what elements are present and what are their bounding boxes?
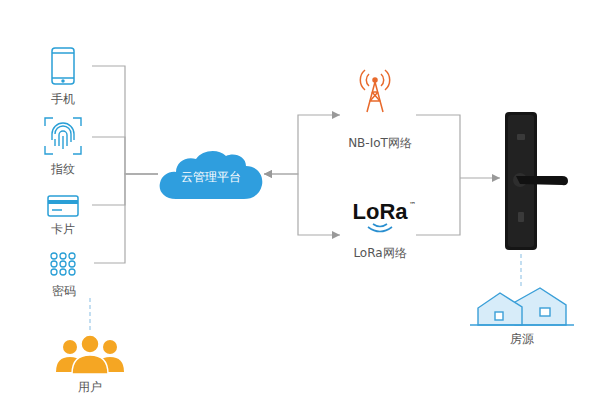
connector-line: [92, 137, 158, 174]
cloud-node: 云管理平台: [158, 148, 264, 200]
user-node: 用户: [50, 332, 130, 394]
signal-waves: [368, 224, 392, 232]
node-label: 密码: [52, 284, 76, 298]
node-label: 指纹: [51, 162, 75, 176]
phone-icon: [52, 48, 74, 84]
house-node: 房源: [470, 286, 574, 346]
network-node: NB-IoT网络: [340, 70, 420, 150]
lock-house-leader: [520, 254, 521, 288]
node-label: LoRa: [353, 200, 408, 224]
network-to-lock-wire: [416, 115, 500, 235]
node-label: 卡片: [51, 222, 75, 236]
keypad-icon: [51, 253, 75, 275]
connector-line: [94, 174, 158, 263]
node-label: 房源: [510, 332, 534, 346]
icon-node: 手机: [34, 44, 92, 106]
card-icon: [48, 196, 78, 216]
fingerprint-icon: [45, 118, 81, 154]
connector-line: [264, 115, 340, 174]
network-node: LoRaLoRa网络: [340, 200, 420, 260]
trademark-mark: ™: [409, 202, 416, 209]
icon-node: 指纹: [34, 115, 92, 176]
icon-node: 卡片: [34, 192, 92, 236]
door-lock: [505, 112, 568, 250]
connector-line: [92, 174, 158, 205]
icon-node: 密码: [34, 250, 94, 298]
tower-icon: [360, 70, 389, 112]
node-label: 用户: [78, 380, 102, 394]
node-label: 云管理平台: [181, 164, 241, 184]
connector-line: [89, 298, 90, 332]
user-icon: [56, 335, 124, 374]
connector-line: [264, 174, 340, 235]
house-icon: [470, 288, 574, 325]
connector-line: [92, 66, 158, 174]
node-label: LoRa网络: [353, 246, 406, 260]
node-label: 手机: [51, 92, 75, 106]
node-label: NB-IoT网络: [348, 136, 412, 150]
